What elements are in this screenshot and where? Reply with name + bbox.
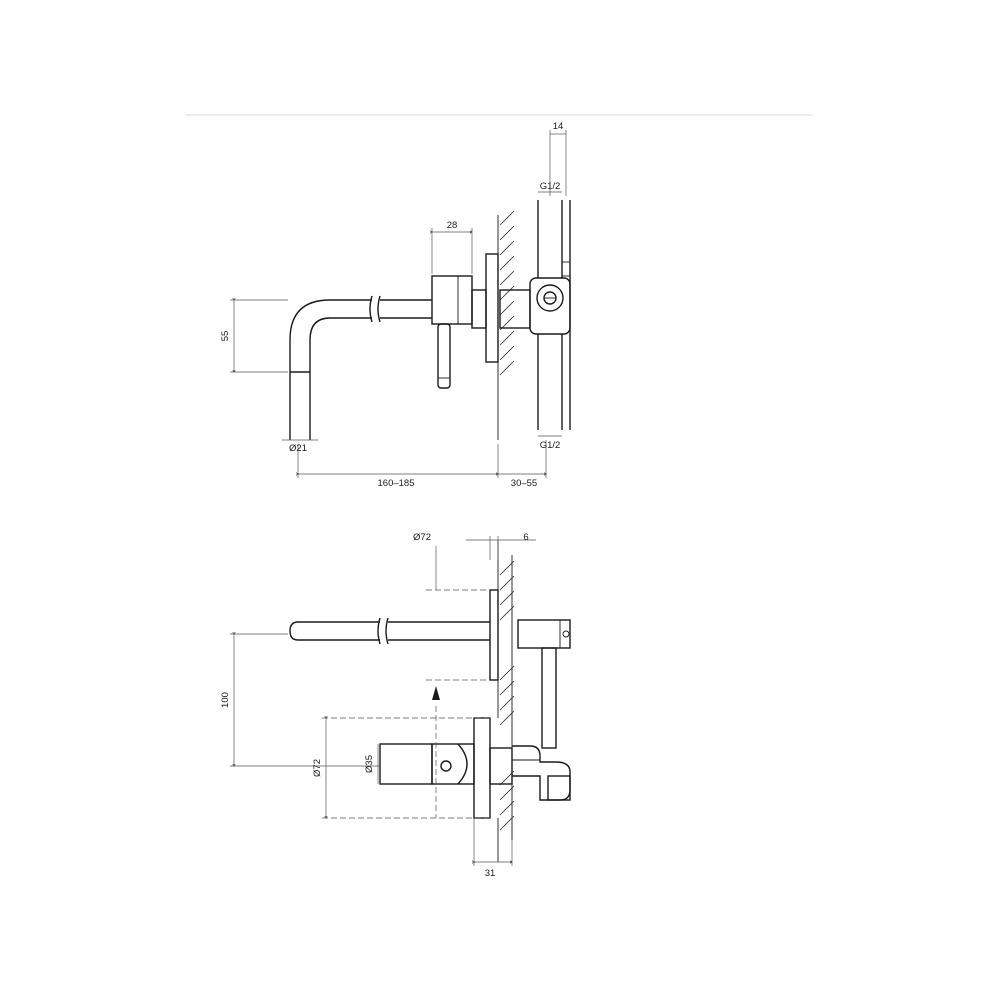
dim-inlet-top-thread: G1/2: [540, 181, 561, 192]
dim-handle-diameter: Ø35: [364, 755, 375, 773]
dim-spout-diameter: Ø21: [289, 443, 307, 454]
dim-inlet-top-width: 14: [553, 121, 564, 132]
side-view: Ø72 6 100 Ø72 Ø35 31: [220, 532, 571, 879]
dim-body-depth: 31: [485, 868, 496, 879]
side-handle-body: [379, 717, 571, 819]
side-spout-connector: [517, 619, 571, 749]
dim-spout-projection: 160–185: [378, 478, 415, 489]
dim-plate-diameter-side: Ø72: [312, 759, 323, 777]
dim-body-width: 28: [447, 220, 458, 231]
dim-inlet-bottom-thread: G1/2: [540, 440, 561, 451]
top-valve: [529, 200, 571, 430]
dim-plate-thickness: 6: [523, 532, 528, 543]
dim-spout-to-handle: 100: [220, 692, 231, 708]
top-view: 14 G1/2 28 55 Ø21 160–185 30–55 G1/2: [220, 121, 571, 489]
side-wall-hatch: [497, 540, 515, 862]
dim-spout-drop: 55: [220, 331, 231, 342]
top-mixer-body: [431, 253, 531, 389]
dim-plate-diameter-top: Ø72: [413, 532, 431, 543]
top-spout: [289, 295, 432, 440]
side-dimensions: [230, 536, 536, 866]
top-dimensions: [230, 130, 567, 478]
side-spout: [289, 589, 499, 681]
dim-wall-depth: 30–55: [511, 478, 537, 489]
